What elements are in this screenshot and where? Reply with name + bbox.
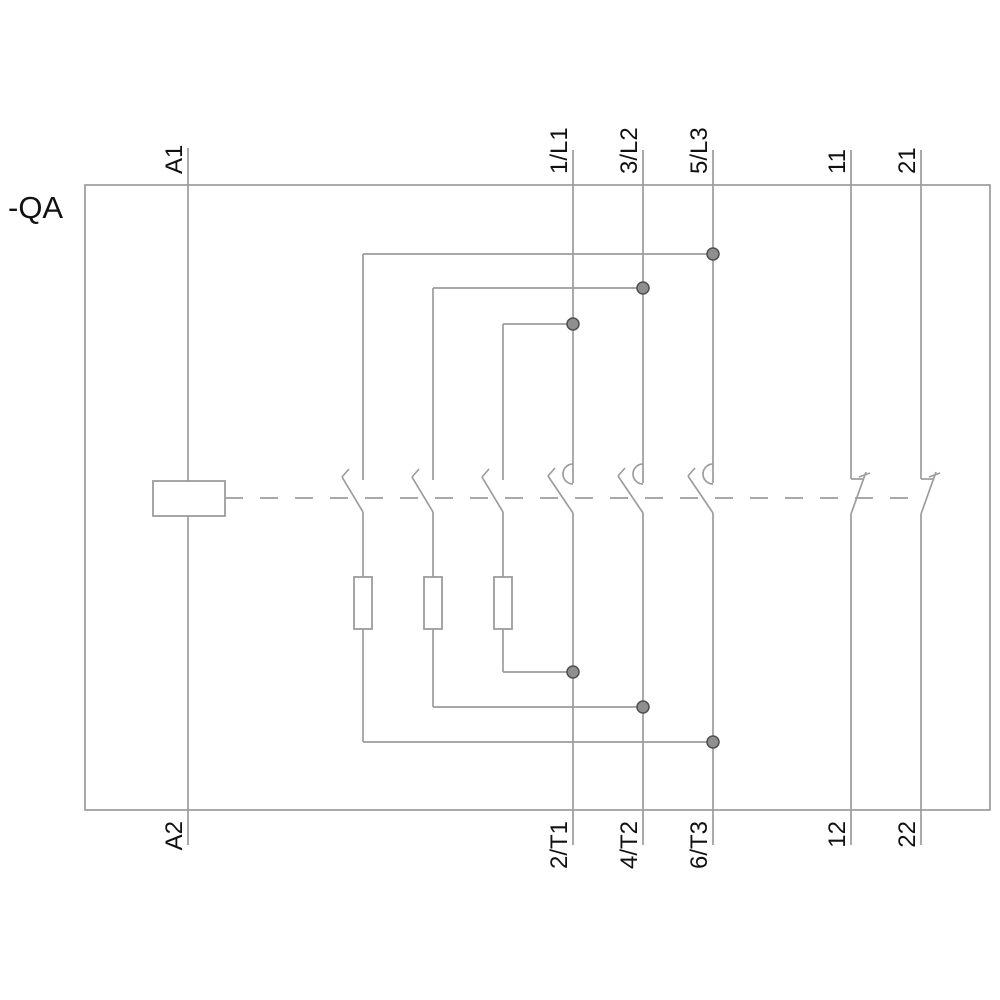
terminal-label-12: 12 xyxy=(824,821,851,848)
terminal-label-a2: A2 xyxy=(161,821,188,850)
terminal-label-5l3: 5/L3 xyxy=(686,127,713,174)
junction-dot xyxy=(566,317,580,331)
enclosure-border xyxy=(84,184,991,811)
terminal-label-21: 21 xyxy=(894,147,921,174)
main-pole-l2 xyxy=(617,150,644,845)
terminal-label-a1: A1 xyxy=(161,145,188,174)
coil-symbol xyxy=(152,480,226,517)
contact-blade xyxy=(411,476,434,513)
junction-dot xyxy=(566,665,580,679)
terminal-label-6t3: 6/T3 xyxy=(686,821,713,869)
terminal-label-1l1: 1/L1 xyxy=(546,127,573,174)
contact-blade xyxy=(920,471,937,515)
main-pole-l1 xyxy=(547,150,574,845)
terminal-label-11: 11 xyxy=(824,149,851,174)
contact-blade xyxy=(617,475,644,514)
coil-branch xyxy=(152,148,226,845)
aux-contact-11-12 xyxy=(850,150,871,845)
junction-dot xyxy=(706,247,720,261)
resistor-branch-l1 xyxy=(481,323,573,673)
contact-blade-tick xyxy=(928,472,941,478)
contact-arc xyxy=(702,463,714,485)
terminal-label-22: 22 xyxy=(894,821,921,848)
junction-dot xyxy=(706,735,720,749)
contact-arc xyxy=(632,463,644,485)
contact-blade xyxy=(687,475,714,514)
main-pole-l3 xyxy=(687,150,714,845)
junction-dot xyxy=(636,281,650,295)
resistor-symbol xyxy=(493,576,513,630)
resistor-symbol xyxy=(423,576,443,630)
contact-blade-tick xyxy=(341,468,350,478)
contact-arc xyxy=(562,463,574,485)
junction-dot xyxy=(636,700,650,714)
contact-blade xyxy=(341,476,364,513)
contact-blade xyxy=(481,476,504,513)
terminal-label-4t2: 4/T2 xyxy=(616,821,643,869)
contact-blade-tick xyxy=(481,468,490,478)
resistor-symbol xyxy=(353,576,373,630)
terminal-label-3l2: 3/L2 xyxy=(616,127,643,174)
junction-dots xyxy=(566,247,720,749)
resistor-branch-l2 xyxy=(411,287,643,708)
aux-contact-21-22 xyxy=(920,150,941,845)
contact-blade-tick xyxy=(617,467,626,477)
contact-blade-tick xyxy=(687,467,696,477)
resistor-branch-l3 xyxy=(341,253,713,743)
contact-blade-tick xyxy=(858,472,871,478)
contact-blade-tick xyxy=(547,467,556,477)
contact-blade-tick xyxy=(411,468,420,478)
contact-blade xyxy=(850,471,867,515)
terminal-label-2t1: 2/T1 xyxy=(546,821,573,869)
device-tag-label: -QA xyxy=(8,190,63,225)
contact-blade xyxy=(547,475,574,514)
